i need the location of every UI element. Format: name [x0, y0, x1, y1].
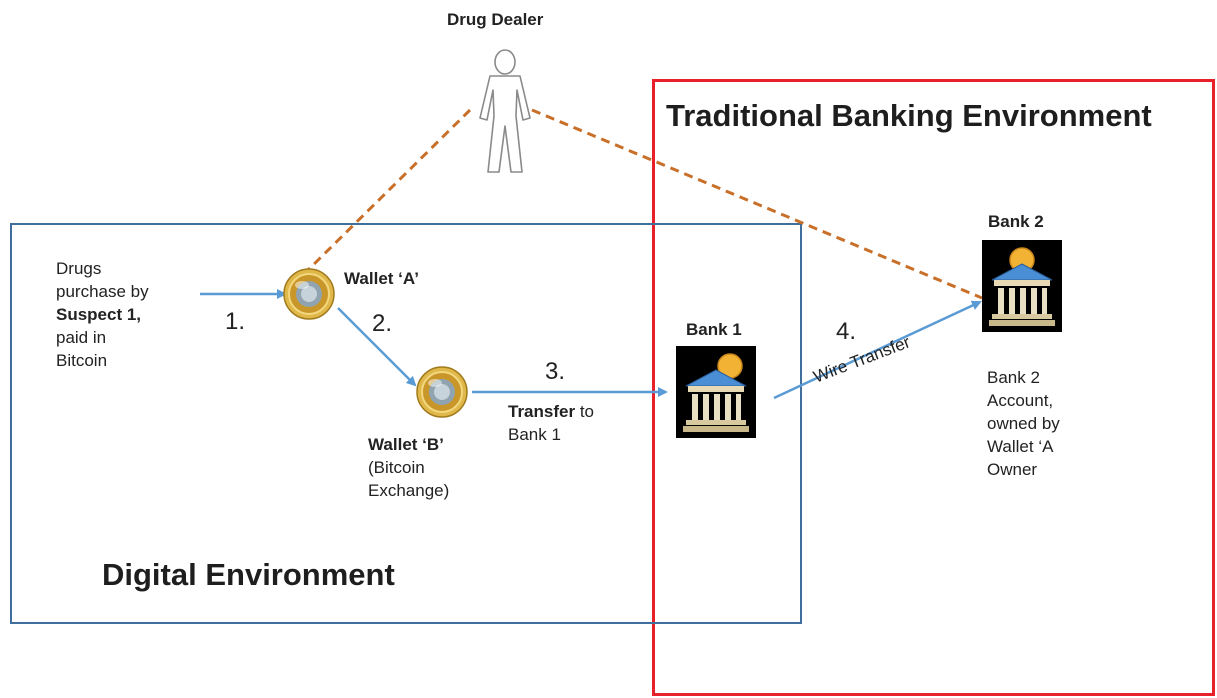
suspect-line-2: purchase by: [56, 282, 149, 301]
step-1-label: 1.: [225, 308, 246, 335]
traditional-banking-environment-box: [652, 79, 1215, 696]
suspect-line-3: Suspect 1,: [56, 305, 142, 324]
step-3-label: 3.: [545, 358, 566, 385]
bank-2-line-3: owned by: [987, 414, 1060, 433]
bank-2-line-4: Wallet ‘A: [987, 437, 1054, 456]
suspect-description: Drugs purchase by Suspect 1, paid in Bit…: [56, 257, 149, 372]
wallet-b-line-2: (Bitcoin: [368, 458, 425, 477]
transfer-rest: to: [575, 402, 594, 421]
bank-2-line-1: Bank 2: [987, 368, 1040, 387]
suspect-line-4: paid in: [56, 328, 107, 347]
person-icon: [479, 49, 531, 173]
arrow-step-4: [773, 300, 982, 400]
transfer-line-2: Bank 1: [508, 425, 561, 444]
wallet-b-line-3: Exchange): [368, 481, 450, 500]
digital-environment-box: [10, 223, 802, 624]
digital-environment-title: Digital Environment: [102, 557, 395, 592]
wallet-b-label: Wallet ‘B’: [368, 435, 444, 454]
transfer-description: Transfer to Bank 1: [508, 400, 594, 446]
bitcoin-wallet-a-icon: [283, 268, 335, 320]
bank-1-icon: [676, 346, 756, 438]
dealer-to-wallet-a-dashed-line: [306, 108, 472, 272]
step-2-label: 2.: [372, 310, 393, 337]
wallet-b-description: Wallet ‘B’ (Bitcoin Exchange): [368, 433, 449, 502]
bitcoin-wallet-b-icon: [416, 366, 468, 418]
suspect-line-5: Bitcoin: [56, 351, 108, 370]
bank-2-line-5: Owner: [987, 460, 1038, 479]
bank-2-account-description: Bank 2 Account, owned by Wallet ‘A Owner: [987, 366, 1060, 481]
bank-2-label: Bank 2: [988, 212, 1044, 231]
bank-1-label: Bank 1: [686, 320, 742, 339]
drug-dealer-label: Drug Dealer: [447, 10, 544, 29]
suspect-line-1: Drugs: [56, 259, 102, 278]
traditional-banking-environment-title: Traditional Banking Environment: [666, 98, 1152, 133]
bank-2-icon: [982, 240, 1062, 332]
step-4-label: 4.: [836, 318, 857, 345]
wallet-a-label: Wallet ‘A’: [344, 269, 419, 288]
dealer-to-bank2-dashed-line: [531, 108, 983, 300]
arrow-step-2: [337, 307, 417, 387]
transfer-bold: Transfer: [508, 402, 576, 421]
bank-2-line-2: Account,: [987, 391, 1054, 410]
